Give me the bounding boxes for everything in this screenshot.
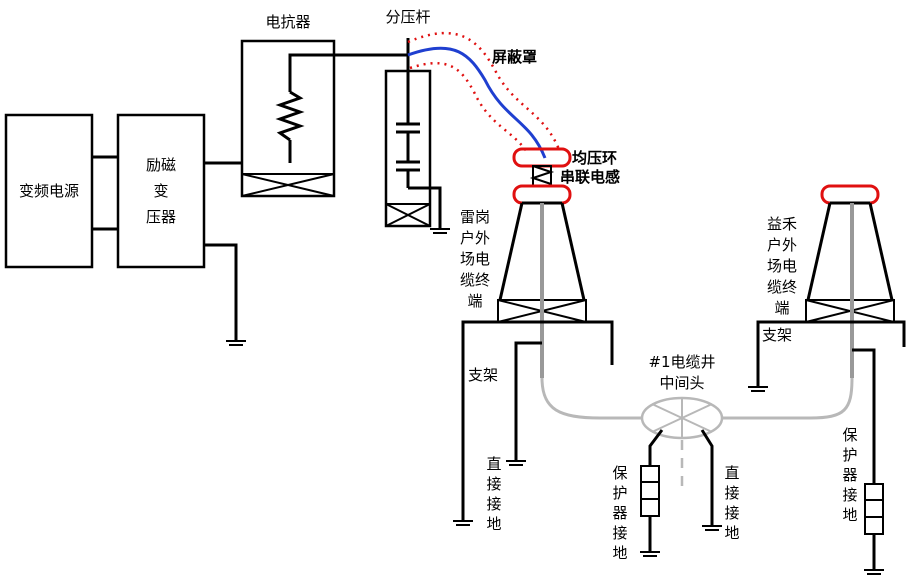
joint-direct-ground-icon — [702, 525, 722, 531]
protector-right-label-4: 接 — [842, 486, 857, 504]
right-direct-ground-label-1: 直 — [724, 464, 739, 482]
left-support-frame — [461, 320, 614, 520]
right-direct-ground-label-4: 地 — [724, 524, 739, 542]
vfd-box — [4, 113, 94, 269]
divider-ground-wire — [408, 186, 442, 228]
right-terminal-label-4: 缆终 — [767, 278, 797, 296]
protector-left-label-1: 保 — [612, 464, 627, 482]
left-terminal-label-3: 场电 — [460, 250, 490, 268]
divider-ground-icon — [430, 228, 450, 234]
joint-direct-ground-wire-right — [700, 429, 714, 525]
right-support-label: 支架 — [762, 326, 792, 344]
series-inductor-label: 串联电感 — [560, 168, 620, 186]
exciter-ground-icon — [226, 340, 246, 346]
grading-ring-label: 均压环 — [572, 149, 617, 167]
protector-left-label-3: 器 — [612, 504, 627, 522]
right-terminal-label-2: 户外 — [767, 236, 797, 254]
protector-right-ground-icon — [864, 569, 884, 575]
vfd-label: 变频电源 — [19, 182, 79, 200]
divider-base — [385, 203, 431, 227]
exciter-box — [116, 113, 206, 269]
protector-right-label-1: 保 — [842, 426, 857, 444]
reactor-base — [241, 173, 335, 197]
left-terminal-label-1: 雷岗 — [460, 208, 490, 226]
protector-right-icon — [864, 483, 884, 535]
exciter-ground-wire — [204, 243, 238, 340]
protector-left-label-2: 护 — [612, 484, 627, 502]
right-direct-ground-label-3: 接 — [724, 504, 739, 522]
protector-left-label-5: 地 — [612, 544, 627, 562]
shield-label: 屏蔽罩 — [492, 48, 537, 66]
series-inductor-icon — [529, 165, 555, 185]
protector-left-label-4: 接 — [612, 524, 627, 542]
cable-right-section — [720, 377, 854, 420]
left-support-label: 支架 — [468, 366, 498, 384]
right-terminal-label-1: 益禾 — [767, 215, 797, 233]
terminal-ring-left-icon — [512, 184, 572, 205]
left-terminal-label-2: 户外 — [460, 229, 490, 247]
protector-right-label-3: 器 — [842, 466, 857, 484]
left-support-ground-icon — [453, 520, 473, 526]
right-direct-ground-label-2: 接 — [724, 484, 739, 502]
terminal-ring-right-icon — [820, 184, 880, 205]
exciter-label-2: 变 — [153, 182, 168, 200]
wire-reactor-divider — [288, 53, 408, 92]
right-terminal-label-3: 场电 — [767, 257, 797, 275]
reactor-box — [240, 39, 336, 198]
joint-protector-wire-left — [648, 429, 664, 466]
reactor-coil-icon — [275, 90, 305, 142]
right-protector-wire — [852, 348, 876, 484]
reactor-label: 电抗器 — [265, 13, 310, 31]
joint-label-2: 中间头 — [659, 374, 704, 392]
cable-left-section — [540, 377, 645, 420]
right-terminal-label-5: 端 — [774, 299, 789, 317]
divider-label: 分压杆 — [385, 8, 430, 26]
left-terminal-label-4: 缆终 — [460, 271, 490, 289]
shield-outer-icon — [407, 31, 562, 153]
exciter-label-1: 励磁 — [146, 156, 176, 174]
right-support-frame — [756, 320, 906, 386]
protector-left-icon — [640, 465, 660, 517]
joint-label-1: #1电缆井 — [648, 353, 715, 371]
left-direct-ground-label-4: 地 — [486, 515, 501, 533]
left-direct-ground-icon — [506, 460, 526, 466]
protector-right-label-2: 护 — [842, 446, 857, 464]
exciter-label-3: 压器 — [146, 208, 176, 226]
left-direct-ground-wire — [514, 341, 542, 460]
shield-inner-icon — [409, 62, 529, 153]
left-terminal-label-5: 端 — [467, 292, 482, 310]
cable-joint-icon — [640, 396, 724, 440]
divider-capacitor-icon — [396, 71, 420, 188]
right-support-ground-icon — [748, 386, 768, 392]
protector-left-ground-icon — [640, 551, 660, 557]
protector-right-label-5: 地 — [842, 506, 857, 524]
hv-lead — [407, 46, 547, 159]
left-direct-ground-label-3: 接 — [486, 495, 501, 513]
left-direct-ground-label-1: 直 — [486, 455, 501, 473]
left-direct-ground-label-2: 接 — [486, 475, 501, 493]
